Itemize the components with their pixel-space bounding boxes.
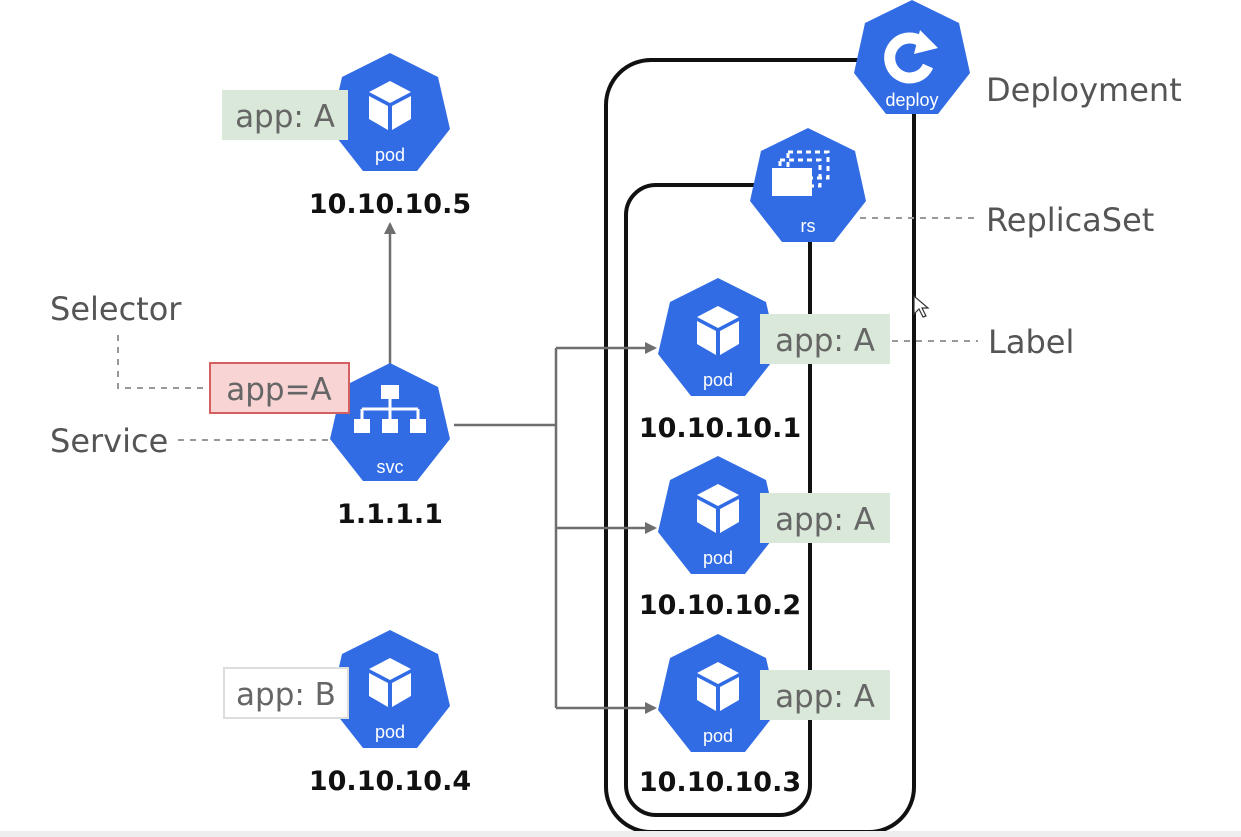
pod-label-box bbox=[222, 90, 348, 140]
pod-label-box bbox=[223, 667, 349, 719]
pod-label-box bbox=[760, 670, 890, 720]
pod-ip: 10.10.10.1 bbox=[639, 413, 801, 444]
pod-kind-label: pod bbox=[703, 548, 733, 568]
pod-kind-label: pod bbox=[375, 722, 405, 742]
pod-kind-label: pod bbox=[703, 370, 733, 390]
pod-heptagon bbox=[330, 53, 450, 171]
pod-node[interactable]: pod bbox=[658, 634, 778, 752]
bottom-scrollbar-track bbox=[0, 831, 1241, 837]
replicaset-kind-label: rs bbox=[801, 216, 816, 236]
service-selector: app=A bbox=[209, 362, 350, 414]
service-ip: 1.1.1.1 bbox=[337, 499, 443, 530]
service-kind-label: svc bbox=[377, 457, 404, 477]
pod-label-box bbox=[760, 493, 890, 543]
pod-kind-label: pod bbox=[375, 145, 405, 165]
selector-box bbox=[209, 362, 350, 414]
network-hierarchy-icon bbox=[354, 385, 426, 433]
pod-ip: 10.10.10.5 bbox=[309, 189, 471, 220]
pod-label-box bbox=[760, 314, 890, 364]
pod-label-text: app: A bbox=[775, 502, 875, 538]
mouse-cursor-icon bbox=[913, 294, 930, 318]
replicaset-annotation: ReplicaSet bbox=[986, 201, 1154, 239]
pod-node[interactable]: pod bbox=[330, 630, 450, 748]
service-annotation: Service bbox=[50, 422, 168, 460]
selector-text: app=A bbox=[226, 372, 332, 408]
deployment-kind-label: deploy bbox=[885, 90, 938, 110]
service-node[interactable]: svc bbox=[330, 363, 450, 481]
pod-node[interactable]: pod bbox=[658, 278, 778, 396]
selector-leader bbox=[117, 335, 210, 389]
pod-kind-label: pod bbox=[703, 726, 733, 746]
deployment-node[interactable]: deploy bbox=[854, 0, 970, 114]
pod-heptagon bbox=[658, 278, 778, 396]
pod-ip: 10.10.10.4 bbox=[309, 766, 471, 797]
pod-ip: 10.10.10.3 bbox=[639, 767, 801, 798]
replicaset-node[interactable]: rs bbox=[750, 128, 866, 242]
deployment-annotation: Deployment bbox=[986, 71, 1182, 109]
pod-heptagon bbox=[658, 634, 778, 752]
pod-heptagon bbox=[330, 630, 450, 748]
pod-heptagon bbox=[658, 456, 778, 574]
pod-label-text: app: A bbox=[775, 679, 875, 715]
deployment-heptagon bbox=[854, 0, 970, 114]
pod-label-text: app: B bbox=[236, 677, 336, 713]
pod-node[interactable]: pod bbox=[330, 53, 450, 171]
stacked-windows-icon bbox=[772, 150, 830, 196]
pod-label-text: app: A bbox=[235, 99, 335, 135]
selector-annotation: Selector bbox=[50, 290, 182, 328]
label-annotation: Label bbox=[988, 323, 1074, 361]
pod-node[interactable]: pod bbox=[658, 456, 778, 574]
pod-label-text: app: A bbox=[775, 323, 875, 359]
pod-ip: 10.10.10.2 bbox=[639, 590, 801, 621]
rotate-arrow-icon bbox=[884, 30, 938, 84]
service-connections bbox=[384, 222, 657, 714]
annotation-leaders bbox=[117, 217, 978, 441]
